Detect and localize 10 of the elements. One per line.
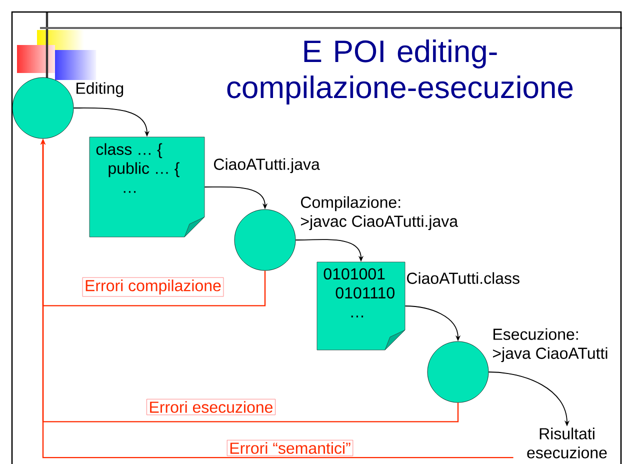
edge-label: Errori esecuzione — [146, 398, 276, 416]
caption-text: Esecuzione: >java CiaoATutti — [493, 328, 608, 362]
caption-text: Compilazione: >javac CiaoATutti.java — [300, 196, 458, 230]
caption-text: CiaoATutti.java — [214, 158, 320, 174]
edge-label: Errori compilazione — [82, 277, 224, 297]
edge-label: Errori “semantici” — [226, 440, 354, 456]
caption-text: Editing — [76, 82, 124, 98]
caption-text: CiaoATutti.class — [407, 272, 520, 284]
title: E POI editing-compilazione-esecuzione — [227, 40, 573, 104]
result-text: Risultati esecuzione — [527, 428, 607, 458]
